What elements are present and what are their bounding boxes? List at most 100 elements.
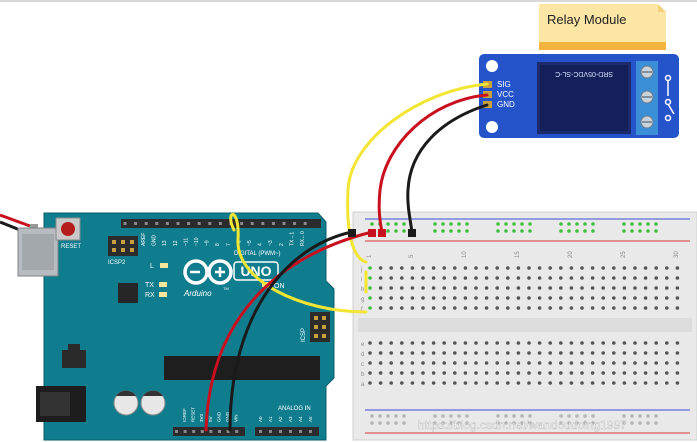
rail-hole [457, 222, 461, 226]
header-pin [271, 222, 275, 225]
relay-switch-symbol [664, 74, 675, 122]
breadboard-hole [548, 306, 552, 310]
breadboard-hole [601, 266, 605, 270]
column-number: 30 [674, 251, 680, 258]
rail-hole [441, 421, 445, 425]
rail-hole [449, 229, 453, 233]
breadboard-hole [569, 371, 574, 375]
breadboard-hole [368, 361, 372, 365]
icsp2-label: ICSP2 [108, 260, 126, 266]
breadboard-hole [400, 351, 404, 355]
breadboard-hole [400, 266, 404, 270]
breadboard-hole [368, 276, 372, 280]
breadboard-hole [474, 361, 478, 365]
breadboard-hole [569, 276, 574, 280]
breadboard-hole [421, 296, 425, 300]
breadboard-hole [421, 276, 425, 280]
breadboard-hole [569, 286, 574, 290]
breadboard-hole [442, 276, 447, 280]
header-pin [155, 222, 159, 225]
breadboard-hole [463, 381, 468, 385]
rail-hole [441, 222, 445, 226]
breadboard-hole [580, 351, 584, 355]
rail-hole [512, 414, 516, 418]
note-title: Relay Module [547, 12, 627, 27]
breadboard-hole [506, 341, 510, 345]
breadboard-hole [654, 296, 658, 300]
voltage-regulator [62, 350, 86, 368]
breadboard-hole [410, 296, 415, 300]
breadboard-hole [463, 266, 468, 270]
breadboard-hole [495, 296, 500, 300]
breadboard-hole [400, 361, 404, 365]
breadboard-hole [506, 296, 510, 300]
rail-hole [654, 222, 658, 226]
header-pin [134, 222, 138, 225]
breadboard-hole [484, 306, 489, 310]
rail-hole [559, 421, 563, 425]
rail-hole [583, 229, 587, 233]
breadboard-hole [368, 381, 372, 385]
header-pin [279, 430, 282, 433]
rail-hole [646, 222, 650, 226]
breadboard-hole [453, 276, 457, 280]
breadboard-hole [622, 306, 627, 310]
breadboard-hole [368, 306, 372, 310]
on-label: ON [274, 283, 285, 290]
rail-hole [654, 414, 658, 418]
rail-hole [433, 421, 437, 425]
header-pin [309, 430, 312, 433]
rail-hole [622, 414, 626, 418]
breadboard-hole [537, 296, 542, 300]
breadboard-hole [474, 306, 478, 310]
breadboard-hole [431, 351, 436, 355]
analog-header-label: A1 [268, 416, 273, 422]
column-numbers: 1 5 10 15 20 25 30 [367, 251, 680, 258]
breadboard-hole [506, 286, 510, 290]
breadboard-hole [654, 276, 658, 280]
rail-hole [433, 229, 437, 233]
breadboard-hole [601, 296, 605, 300]
breadboard-hole [410, 266, 415, 270]
breadboard-hole [643, 371, 648, 375]
breadboard-hole [527, 371, 531, 375]
breadboard-hole [548, 361, 552, 365]
rail-hole [528, 229, 532, 233]
top-header-label: 12 [173, 240, 179, 246]
breadboard-hole [484, 266, 489, 270]
breadboard-hole [559, 306, 563, 310]
breadboard-hole [633, 351, 637, 355]
breadboard-hole [474, 371, 478, 375]
wire-end [378, 229, 386, 237]
breadboard-hole [654, 381, 658, 385]
header-pin [322, 334, 326, 338]
breadboard-hole [527, 286, 531, 290]
breadboard-hole [463, 371, 468, 375]
breadboard-hole [633, 361, 637, 365]
breadboard-hole [622, 266, 627, 270]
header-pin [209, 430, 213, 433]
rail-hole [528, 222, 532, 226]
breadboard-hole [368, 286, 372, 290]
icsp-label: ICSP [301, 328, 307, 342]
row-letter: c [361, 362, 364, 368]
breadboard-hole [537, 276, 542, 280]
wire-end [348, 229, 356, 237]
breadboard-hole [378, 361, 383, 365]
analog-header-label: A3 [288, 416, 293, 422]
breadboard-hole [580, 306, 584, 310]
header-pin [314, 334, 318, 338]
breadboard-hole [368, 371, 372, 375]
breadboard-hole [389, 341, 394, 345]
breadboard-hole [612, 306, 616, 310]
breadboard-hole [569, 351, 574, 355]
top-header-label: ~10 [194, 237, 200, 246]
breadboard-hole [601, 371, 605, 375]
breadboard-hole [421, 286, 425, 290]
breadboard-hole [421, 381, 425, 385]
breadboard-hole [601, 276, 605, 280]
breadboard-hole [559, 371, 563, 375]
breadboard-hole [442, 306, 447, 310]
breadboard-hole [537, 361, 542, 365]
